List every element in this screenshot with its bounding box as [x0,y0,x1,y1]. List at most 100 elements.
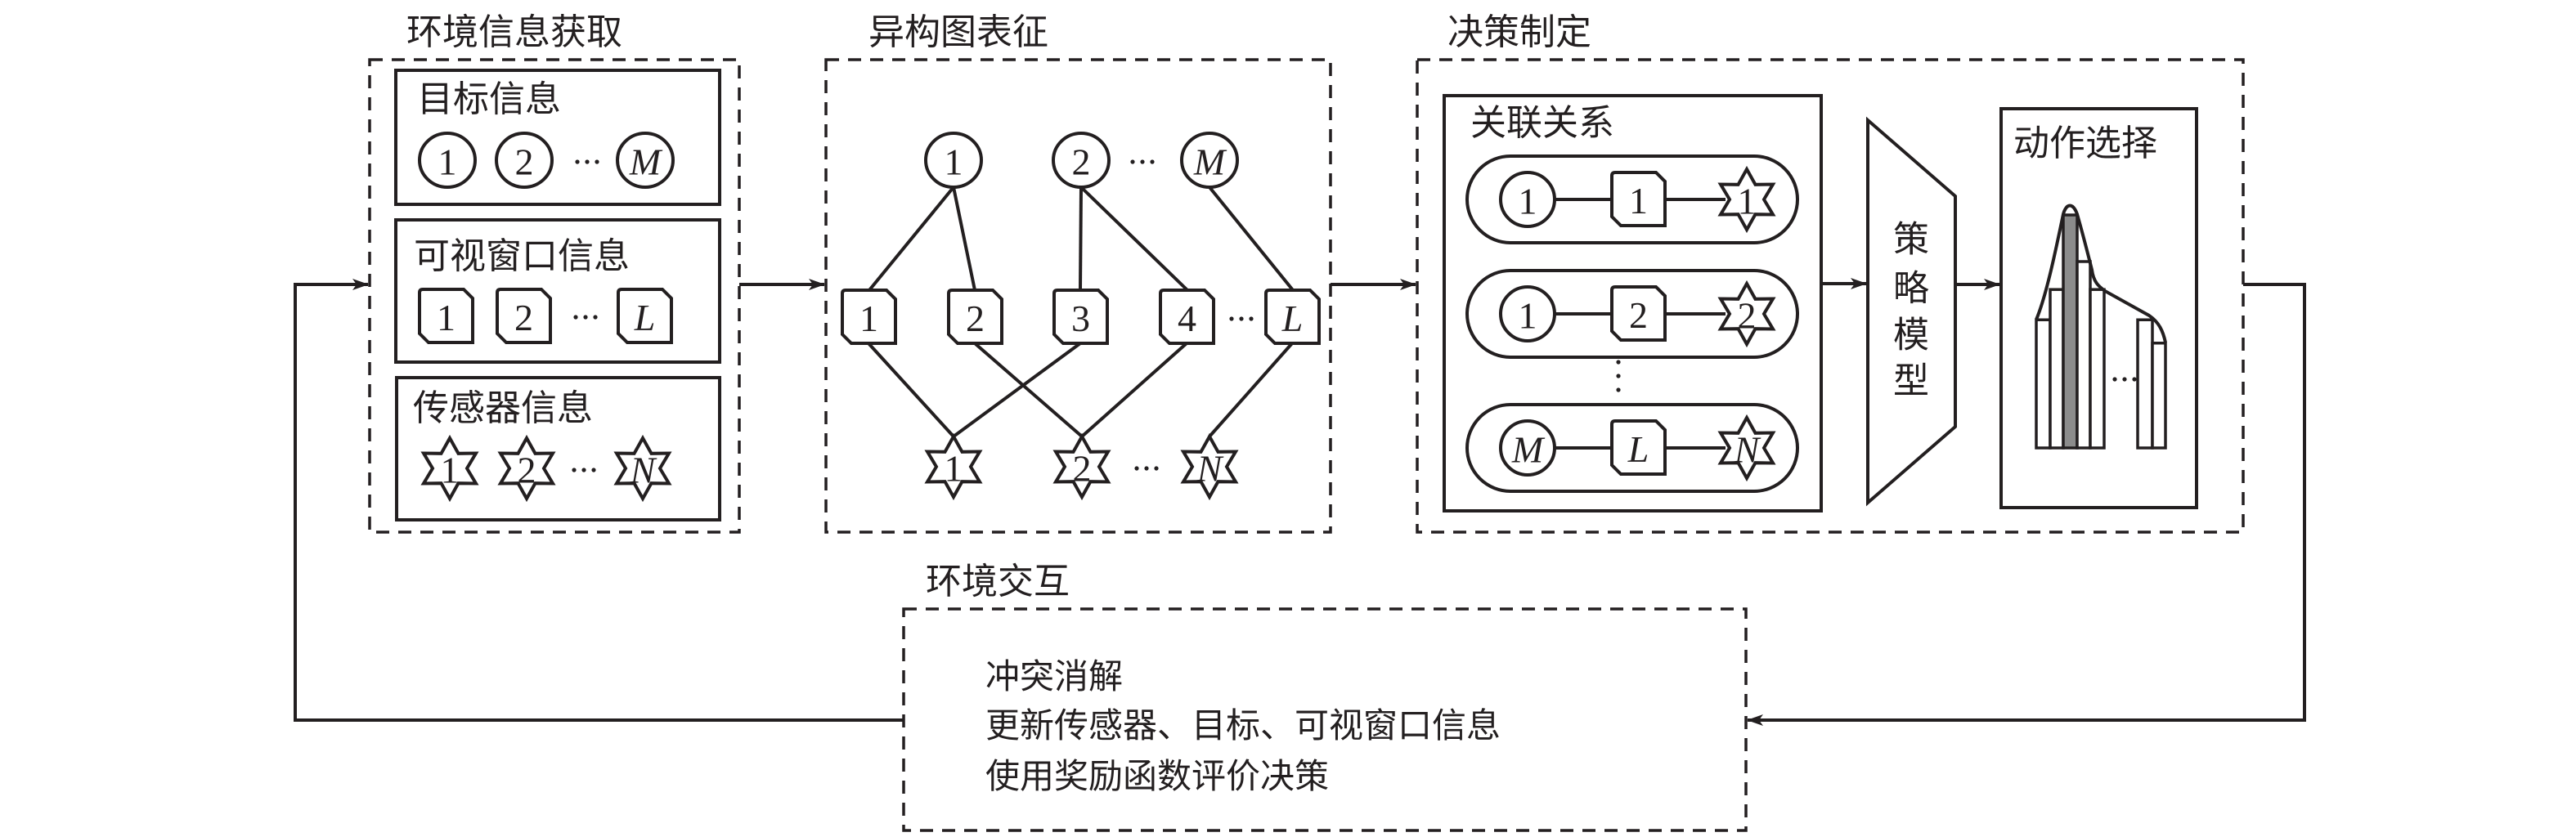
window-node: 4 [1159,289,1215,345]
sensor-node-label: N [1734,429,1761,471]
relation-row [1465,154,1799,244]
window-node-label: 1 [859,298,878,339]
target-node-label: 1 [438,141,457,183]
ellipsis-dots [573,315,598,320]
ellipsis-dots [1134,466,1159,471]
target-node-label: 1 [1519,181,1537,222]
window-node-label: 4 [1178,298,1196,339]
probability-curve [2035,204,2167,343]
action-bar [2035,318,2052,450]
window-node: 1 [418,288,474,344]
graph-edge-window-2-sensor-2 [973,342,1084,438]
action-selection-label: 动作选择 [2013,123,2157,164]
sensor-node: N [1180,432,1239,501]
sensor-star-icon [924,432,983,501]
ellipsis-dots [2112,377,2137,382]
sensor-node: 1 [420,434,479,503]
window-info-box [394,218,721,364]
sensor-star-icon [497,434,556,503]
sensor-star-icon [420,434,479,503]
sensor-star-icon [1180,432,1239,501]
window-node-label: 2 [514,297,533,338]
sensor-node: 1 [1717,165,1776,234]
target-circle-icon [1180,132,1239,189]
sensor-star-icon [1717,165,1776,234]
sensor-star-icon [613,434,672,503]
target-node: 1 [924,132,983,189]
window-box-icon [1610,285,1667,342]
graph-edge-target-1-window-2 [952,186,976,291]
relations-label: 关联关系 [1470,102,1614,144]
sensor-info-box [395,376,721,521]
ellipsis-dots [572,468,596,472]
target-circle-icon [616,132,675,189]
selected-action-bar [2062,213,2079,450]
target-circle-icon [924,132,983,189]
sensor-node-label: N [1196,448,1224,490]
policy-model-label: 策 略 模 型 [1893,219,1929,402]
window-box-icon [947,289,1003,345]
sensor-node: 2 [497,434,556,503]
graph-edge-window-1-sensor-1 [867,342,955,438]
sensor-star-icon [1717,414,1776,482]
window-info-label: 可视窗口信息 [414,235,630,277]
window-node: 2 [496,288,552,344]
graph-edge-window-4-sensor-2 [1080,342,1188,438]
graph-edge-target-M-window-L [1208,186,1295,292]
target-info-label: 目标信息 [417,78,561,120]
window-node: L [617,288,673,344]
window-node: 1 [1610,171,1667,227]
action-distribution-chart [2035,204,2167,450]
ellipsis-dots [1130,159,1155,164]
relations-box [1443,94,1823,512]
graph-edge-target-1-window-1 [868,186,955,292]
target-circle-icon [1499,171,1556,228]
target-circle-icon [1499,285,1556,342]
window-node-label: 3 [1071,298,1090,339]
target-node-label: M [1511,429,1546,471]
action-bar [2151,342,2167,450]
ellipsis-dots [1229,316,1254,321]
target-circle-icon [418,132,477,189]
env-interaction-title: 环境交互 [926,561,1070,602]
target-node-label: 2 [1072,141,1091,183]
ellipsis-dots [1616,360,1621,392]
env-acquisition-frame [368,58,741,534]
target-node-label: 2 [515,141,534,183]
graph-edge-window-L-sensor-N [1208,342,1294,438]
target-node: M [616,132,675,189]
action-bar [2049,288,2065,450]
window-node-label: L [1627,428,1649,470]
relation-row [1465,403,1799,493]
window-node: 2 [947,289,1003,345]
arrow-interaction-feedback [294,279,904,722]
arrow-decision-to-interaction [1747,283,2306,726]
decision-frame [1416,58,2245,534]
target-node: 2 [1052,132,1111,189]
hetero-graph-title: 异构图表征 [868,11,1048,53]
window-box-icon [1159,289,1215,345]
window-box-icon [617,288,673,344]
window-node: L [1610,419,1667,476]
target-info-box [394,69,721,206]
target-node: M [1499,419,1556,477]
target-node: 1 [1499,171,1556,228]
sensor-node: N [1717,414,1776,482]
target-node-label: M [629,141,663,183]
action-selection-box [1999,107,2198,509]
sensor-node-label: 1 [945,448,963,490]
sensor-node-label: 1 [441,450,460,491]
target-node-label: 1 [945,141,963,183]
policy-model-block [1866,116,1957,507]
decision-title: 决策制定 [1447,11,1591,53]
action-bar [2089,288,2106,450]
sensor-info-label: 传感器信息 [413,387,593,429]
interaction-line-2: 更新传感器、目标、可视窗口信息 [985,705,1501,745]
window-box-icon [1610,171,1667,227]
sensor-node: 1 [924,432,983,501]
window-box-icon [1264,289,1321,345]
window-node: 2 [1610,285,1667,342]
sensor-node-label: N [630,450,657,491]
sensor-node-label: 2 [1073,448,1092,490]
graph-edge-target-2-window-3 [1079,186,1083,291]
